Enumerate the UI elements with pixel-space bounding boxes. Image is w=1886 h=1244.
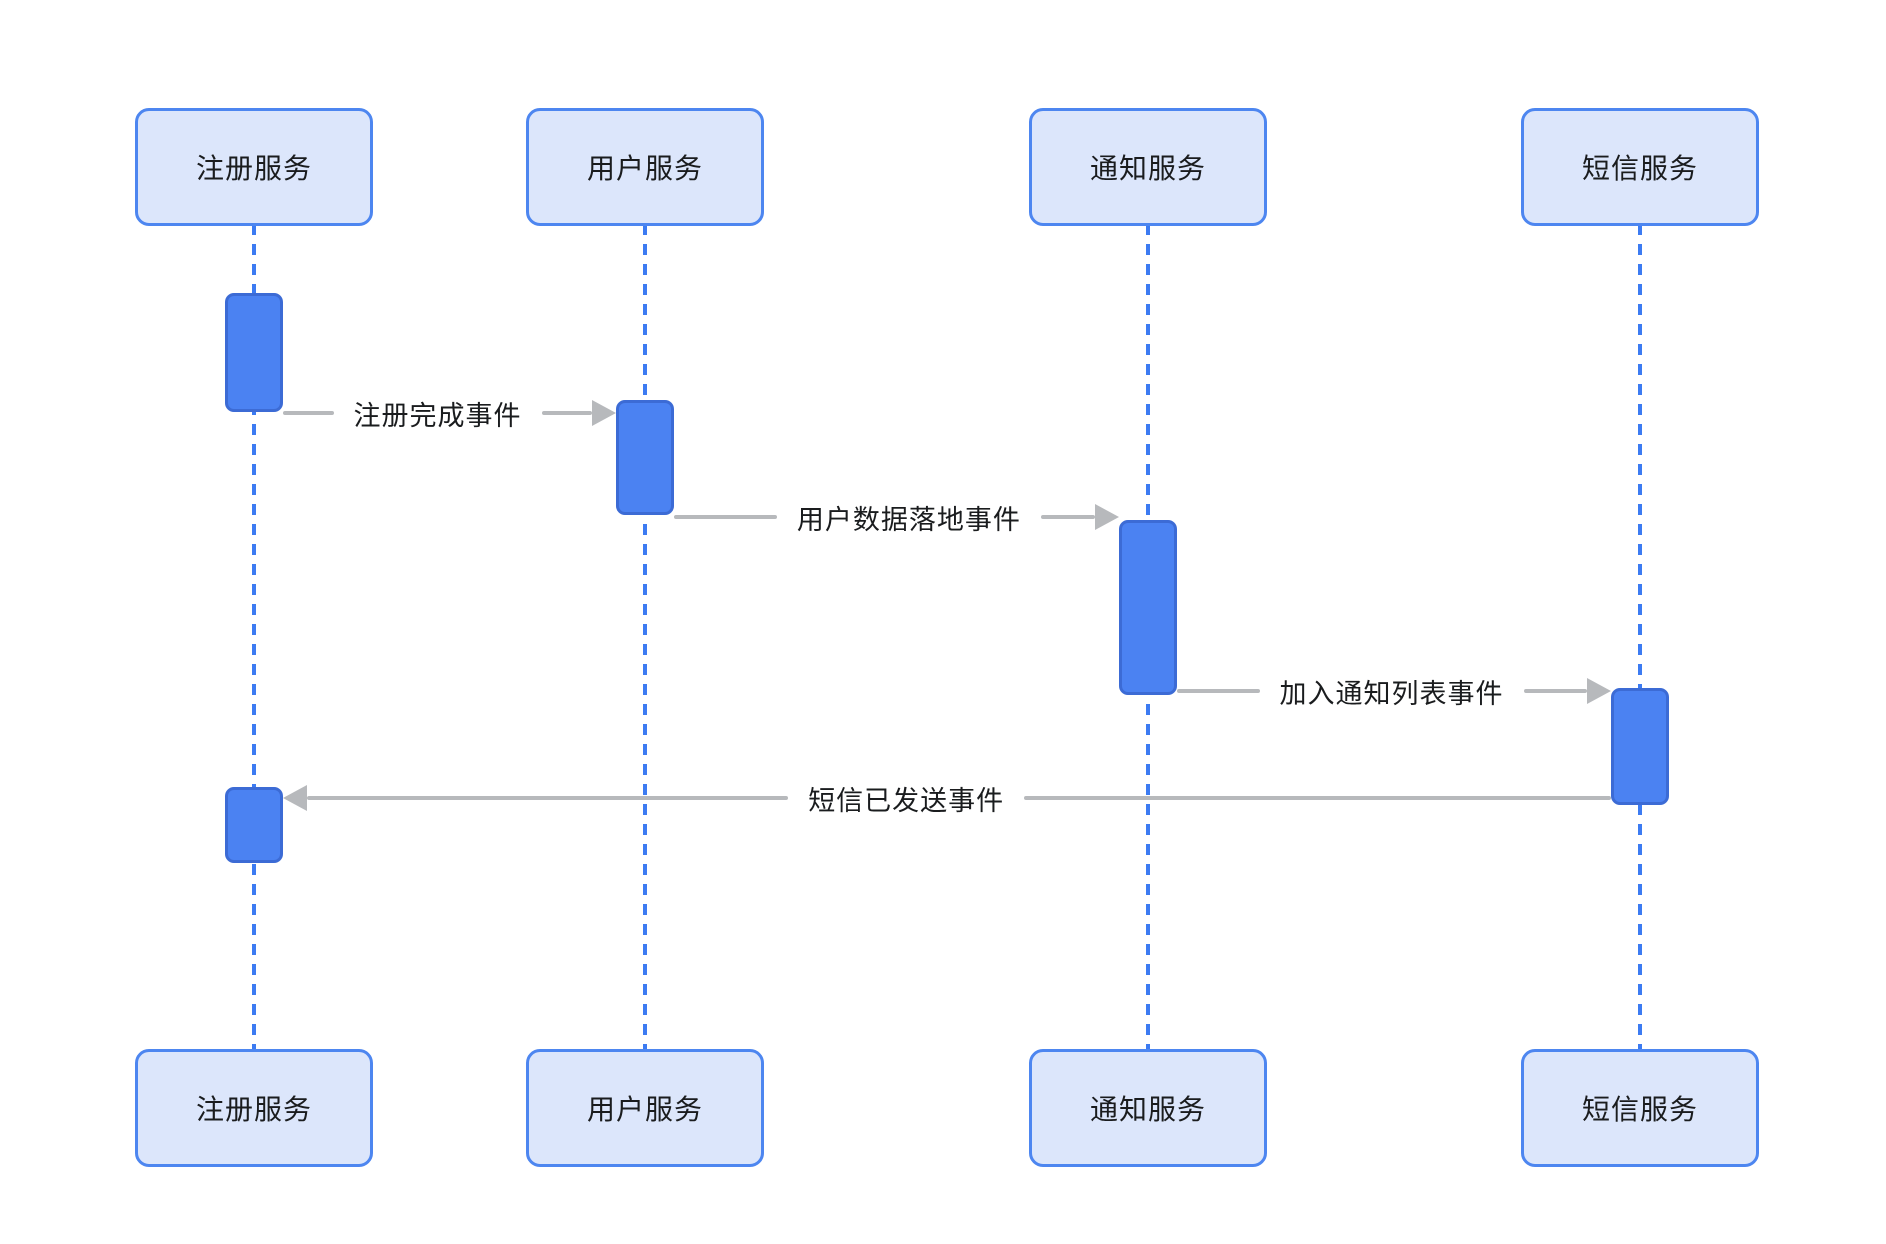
actor-box-bottom-notify: 通知服务	[1029, 1049, 1267, 1167]
message-line	[1177, 689, 1260, 693]
message-label: 加入通知列表事件	[1279, 678, 1504, 709]
message-line	[307, 796, 789, 800]
message-user-data-landed: 用户数据落地事件	[674, 497, 1119, 537]
actor-label: 通知服务	[1089, 153, 1206, 184]
actor-label: 注册服务	[195, 1094, 312, 1125]
arrowhead-left-icon	[283, 785, 307, 811]
actor-box-top-sms: 短信服务	[1521, 108, 1759, 226]
message-label: 注册完成事件	[353, 400, 522, 431]
actor-label: 注册服务	[195, 153, 312, 184]
actor-label: 通知服务	[1089, 1094, 1206, 1125]
lifeline-user	[643, 224, 647, 1051]
actor-box-bottom-register: 注册服务	[135, 1049, 373, 1167]
activation-register-1	[225, 293, 283, 412]
message-line	[541, 411, 592, 415]
message-label: 短信已发送事件	[808, 785, 1005, 816]
actor-box-bottom-user: 用户服务	[526, 1049, 764, 1167]
lifeline-sms	[1638, 224, 1642, 1051]
message-register-complete: 注册完成事件	[283, 393, 616, 433]
activation-user	[616, 400, 674, 515]
actor-label: 用户服务	[586, 153, 703, 184]
message-line	[1523, 689, 1587, 693]
arrowhead-right-icon	[592, 400, 616, 426]
activation-register-2	[225, 787, 283, 863]
message-line	[1040, 515, 1095, 519]
activation-notify	[1119, 520, 1177, 695]
lifeline-register	[252, 224, 256, 1051]
message-label: 用户数据落地事件	[796, 504, 1021, 535]
actor-box-bottom-sms: 短信服务	[1521, 1049, 1759, 1167]
actor-box-top-notify: 通知服务	[1029, 108, 1267, 226]
message-line	[674, 515, 777, 519]
message-line	[283, 411, 334, 415]
actor-label: 短信服务	[1581, 153, 1698, 184]
actor-label: 短信服务	[1581, 1094, 1698, 1125]
arrowhead-right-icon	[1587, 678, 1611, 704]
actor-box-top-user: 用户服务	[526, 108, 764, 226]
actor-box-top-register: 注册服务	[135, 108, 373, 226]
arrowhead-right-icon	[1095, 504, 1119, 530]
activation-sms	[1611, 688, 1669, 805]
message-line	[1024, 796, 1611, 800]
actor-label: 用户服务	[586, 1094, 703, 1125]
message-sms-sent: 短信已发送事件	[283, 778, 1611, 818]
message-join-notify-list: 加入通知列表事件	[1177, 671, 1611, 711]
